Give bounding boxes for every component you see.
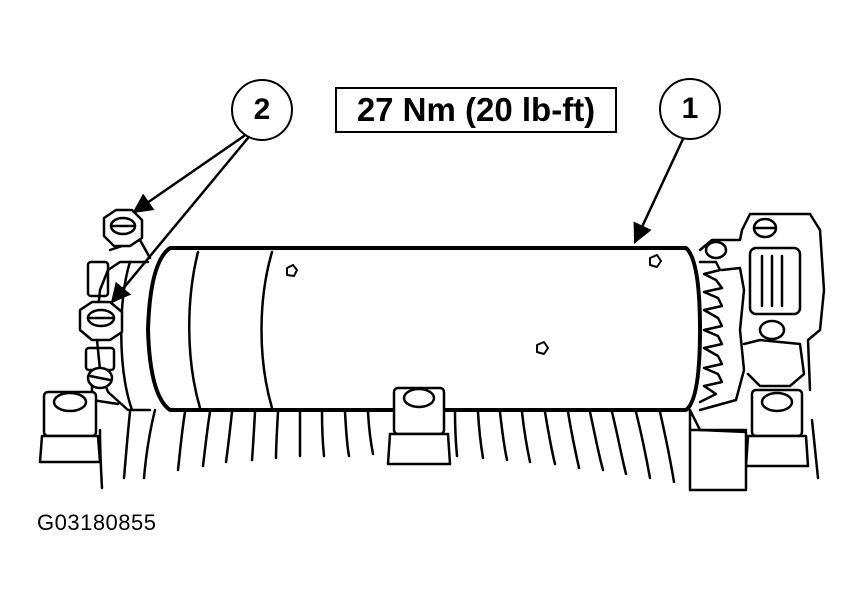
- torque-spec-label: 27 Nm (20 lb-ft): [335, 87, 617, 133]
- callout-2-leaders: [110, 134, 250, 304]
- stud-right: [744, 388, 810, 468]
- solenoid-end: [688, 212, 826, 492]
- engine-block-ribs: [98, 408, 820, 490]
- stud-left: [38, 390, 102, 464]
- stud-center: [386, 386, 452, 466]
- starter-motor: [146, 246, 702, 412]
- callout-2: 2: [231, 79, 293, 141]
- callout-1-leader: [633, 137, 685, 244]
- callout-1: 1: [659, 78, 721, 140]
- figure-id: G03180855: [37, 510, 157, 535]
- mounting-bolt-lower: [78, 300, 124, 342]
- mounting-bolt-upper: [102, 208, 144, 248]
- mounting-bolt-bottom: [86, 366, 114, 390]
